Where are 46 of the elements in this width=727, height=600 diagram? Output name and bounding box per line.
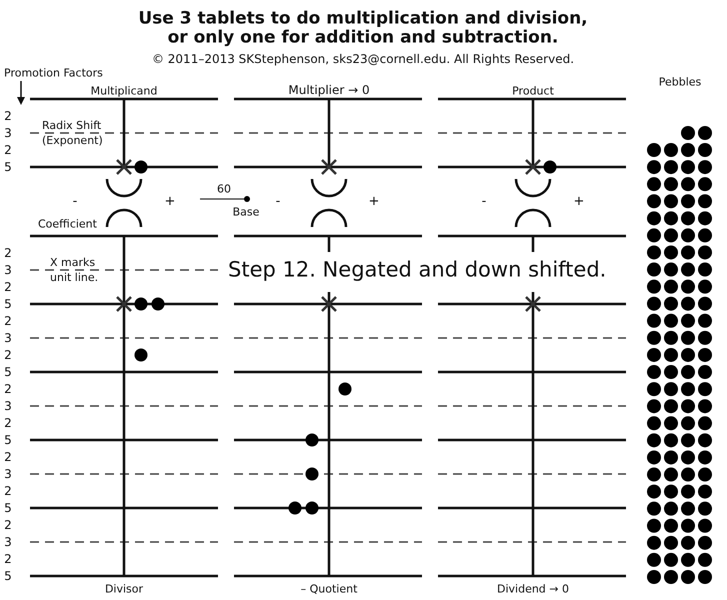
row-factor: 2 [4, 518, 12, 532]
sign-symbol: - [482, 194, 486, 210]
row-factor: 3 [4, 534, 12, 550]
annotation: Radix Shift (Exponent) [42, 118, 104, 148]
row-factor: 5 [4, 568, 12, 584]
sign-symbol: - [276, 194, 280, 210]
title: Use 3 tablets to do multiplication and division, or only one for addition and subtraction. [137, 9, 589, 47]
tablet-title: Divisor [104, 582, 144, 596]
tablet-title: Multiplier → 0 [288, 82, 370, 98]
row-factor: 2 [4, 348, 12, 362]
column-title: Pebbles [658, 75, 702, 89]
row-factor: 3 [4, 126, 12, 140]
row-factor: 2 [4, 416, 12, 430]
sign-symbol: - [72, 194, 78, 210]
sign-symbol: + [368, 194, 380, 210]
row-factor: 5 [4, 500, 12, 516]
annotation: Base [232, 205, 260, 219]
row-factor: 5 [4, 160, 12, 174]
row-factor: 3 [4, 262, 12, 278]
row-factor: 3 [4, 330, 12, 346]
row-factor: 2 [4, 108, 12, 124]
axis-title: Promotion Factors [4, 66, 103, 80]
row-factor: 2 [4, 552, 12, 566]
sign-symbol: + [574, 194, 584, 210]
row-factor: 2 [4, 280, 12, 294]
row-factor: 5 [4, 296, 12, 312]
base-value: 60 [217, 182, 231, 196]
row-factor: 2 [4, 314, 12, 328]
copyright-note: © 2011–2013 SKStephenson, sks23@cornell.edu. All Rights Reserved. [152, 52, 574, 66]
step-caption: Step 12. Negated and down shifted. [228, 257, 606, 283]
row-factor: 2 [4, 382, 12, 396]
row-factor: 5 [4, 432, 12, 448]
tablet-title: Product [512, 84, 554, 98]
row-factor: 2 [4, 450, 12, 464]
tablet-title: Dividend → 0 [497, 582, 569, 596]
row-factor: 2 [4, 142, 12, 158]
sign-symbol: + [164, 194, 176, 210]
row-factor: 3 [4, 466, 12, 482]
tablet-title: Multiplicand [90, 84, 158, 98]
row-factor: 2 [4, 484, 12, 498]
annotation: Coefficient [38, 217, 97, 231]
annotation: X marks unit line. [50, 255, 100, 285]
row-factor: 3 [4, 398, 12, 414]
row-factor: 2 [4, 246, 12, 260]
tablet-title: – Quotient [300, 582, 358, 596]
row-factor: 5 [4, 364, 12, 380]
